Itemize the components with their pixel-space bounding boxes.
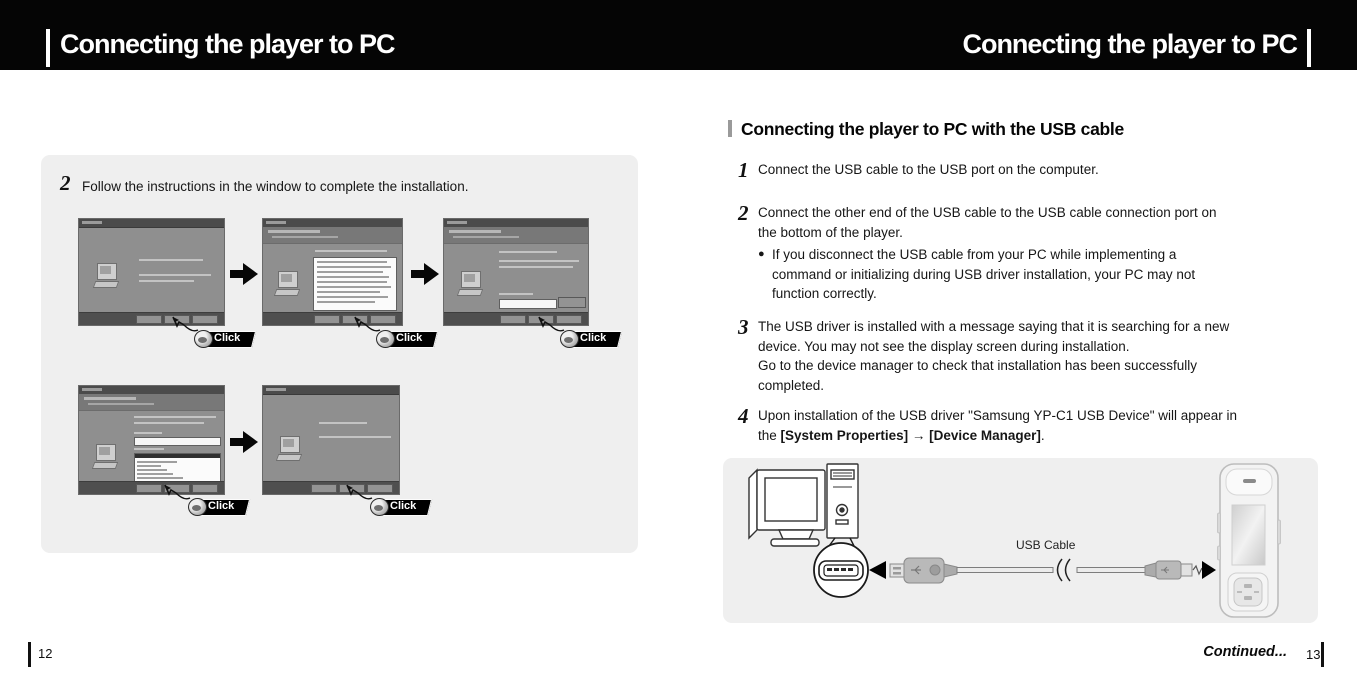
continued-label: Continued... [1203,644,1287,660]
mouse-icon [370,498,389,516]
installer-pc-icon [91,444,121,470]
mouse-icon [376,330,395,348]
header-accent-bar-left [46,29,50,67]
install-steps-panel: 2 Follow the instructions in the window … [41,155,638,553]
section-heading: Connecting the player to PC with the USB… [728,119,1124,140]
step-line: The USB driver is installed with a messa… [758,319,1230,334]
browse-button [558,297,586,308]
window-buttonbar [79,481,224,494]
step-number: 2 [60,171,71,195]
page-number-left: 12 [38,646,53,661]
flow-arrow-icon [230,263,258,285]
cursor-arrow-icon [538,316,565,332]
step-number: 2 [738,201,749,225]
destination-path-field [499,299,557,309]
step-number: 4 [738,404,749,428]
bullet-line: function correctly. [772,286,877,301]
mouse-icon [188,498,207,516]
usb-connection-diagram-panel: USB Cable [723,458,1318,623]
click-badge: Click [370,498,433,516]
window-buttonbar [263,481,399,494]
usb-cable-label: USB Cable [1016,538,1076,552]
step-number: 3 [738,315,749,339]
window-titlebar [263,386,399,395]
usb-connection-diagram [748,463,1281,618]
mouse-icon [194,330,213,348]
step-text: Follow the instructions in the window to… [82,179,469,194]
wizard-screenshot-complete [262,385,400,495]
step-line: Go to the device manager to check that i… [758,358,1198,373]
wizard-screenshot-folder [78,385,225,495]
instruction-step-4: 4 Upon installation of the USB driver "S… [738,406,1237,445]
step-line: the [System Properties] → [Device Manage… [758,427,1045,443]
bullet-line: command or initializing during USB drive… [772,266,1196,282]
usb-port-circle [813,537,869,598]
window-buttonbar [444,312,588,325]
click-label: Click [214,332,241,344]
window-titlebar [79,219,224,228]
step-line: completed. [758,377,825,393]
section-accent-bar [728,120,732,137]
cursor-arrow-icon [172,316,199,332]
cursor-arrow-icon [354,316,381,332]
mouse-icon [560,330,579,348]
page-title-left: Connecting the player to PC [60,29,396,59]
instruction-step-1: 1 Connect the USB cable to the USB port … [738,160,1099,181]
click-badge: Click [188,498,251,516]
step-line: the bottom of the player. [758,224,903,240]
player-illustration [1217,463,1281,618]
arrow-left-icon [869,561,886,579]
step-line: Connect the USB cable to the USB port on… [758,162,1099,177]
note-bullet: ● If you disconnect the USB cable from y… [758,245,1217,304]
page-title-right: Connecting the player to PC [962,29,1298,59]
click-badge: Click [560,330,623,348]
flow-arrow-icon [230,431,258,453]
window-buttonbar [79,312,224,325]
usb-cable-illustration [889,557,1203,584]
cursor-arrow-icon [346,484,373,500]
flow-arrow-icon [411,263,439,285]
header-accent-bar-right [1307,29,1311,67]
bold-ref-system-properties: [System Properties] [780,427,909,443]
folder-listbox [134,453,221,485]
window-header [79,394,224,411]
bullet-line: If you disconnect the USB cable from you… [772,247,1177,262]
page-number-right: 13 [1306,647,1321,662]
instruction-step-3: 3 The USB driver is installed with a mes… [738,317,1229,395]
computer-illustration [748,463,859,547]
wizard-screenshot-license [262,218,403,326]
step-line: device. You may not see the display scre… [758,338,1130,354]
section-title: Connecting the player to PC with the USB… [741,119,1124,139]
instruction-step-2: 2 Connect the other end of the USB cable… [738,203,1217,304]
installer-pc-icon [92,263,122,289]
folder-name-field [134,437,221,446]
cursor-arrow-icon [164,484,191,500]
wizard-screenshot-destination [443,218,589,326]
arrow-right-icon [1202,561,1216,579]
footer-bar-right [1321,642,1324,667]
installer-pc-icon [275,436,305,462]
bullet-icon: ● [758,248,765,260]
installer-pc-icon [273,271,303,297]
wizard-screenshot-welcome [78,218,225,326]
window-header [444,227,588,244]
click-label: Click [390,500,417,512]
step-line: Upon installation of the USB driver "Sam… [758,408,1238,423]
click-badge: Click [194,330,257,348]
step-number: 1 [738,158,749,182]
footer-bar-left [28,642,31,667]
click-label: Click [208,500,235,512]
click-label: Click [396,332,423,344]
page-header: Connecting the player to PC Connecting t… [0,0,1357,70]
license-textbox [313,257,397,311]
window-buttonbar [263,312,402,325]
installer-pc-icon [456,271,486,297]
click-badge: Click [376,330,439,348]
step-line: Connect the other end of the USB cable t… [758,205,1217,220]
bold-ref-device-manager: [Device Manager] [929,427,1041,443]
window-header [263,227,402,244]
click-label: Click [580,332,607,344]
